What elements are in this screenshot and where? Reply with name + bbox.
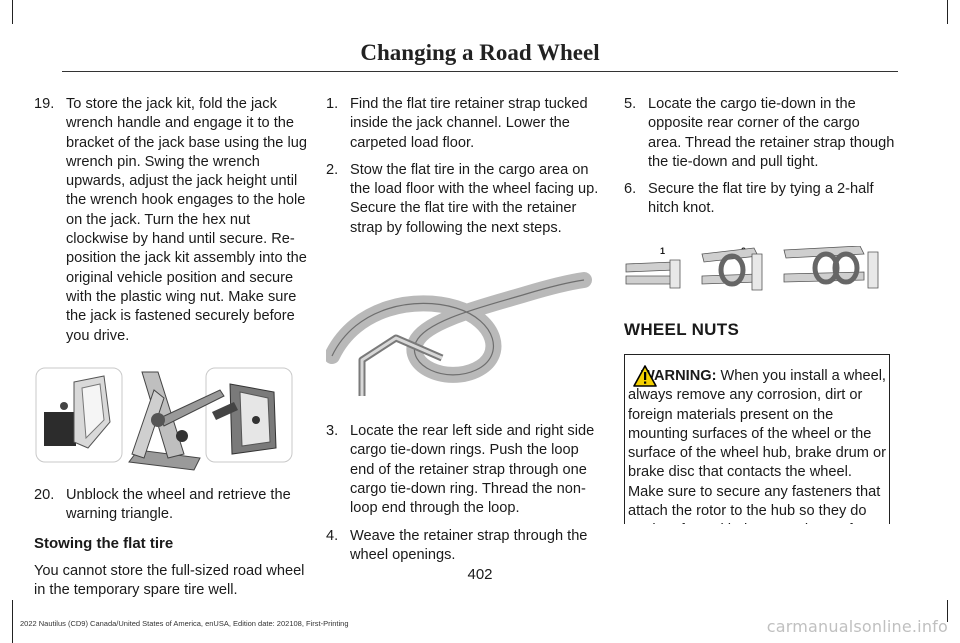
page-number: 402 [467,566,493,583]
step-6: 6. Secure the flat tire by tying a 2-hal… [624,180,896,219]
step-2: 2. Stow the flat tire in the cargo area … [326,161,604,238]
page-title: Changing a Road Wheel [360,40,600,65]
crop-mark-bottom-right [947,600,948,622]
knot-label-1: 1 [660,246,666,256]
half-hitch-knot-illustration: 1 2 3 [624,246,890,306]
step-number: 19. [34,96,55,112]
step-text: Weave the retainer strap through the whe… [350,527,588,563]
column-right: 5. Locate the cargo tie-down in the oppo… [624,95,896,227]
column-middle: 1. Find the flat tire retainer strap tuc… [324,95,604,573]
step-1: 1. Find the flat tire retainer strap tuc… [326,95,604,153]
step-number: 20. [34,486,55,503]
paragraph: You cannot store the full-sized road whe… [34,562,305,599]
warning-label: WARNING: [641,368,717,384]
section-heading-wheel-nuts: WHEEL NUTS [624,320,740,339]
step-text: To store the jack kit, fold the jack wre… [66,96,307,344]
jack-kit-diagram [35,367,293,471]
strap-loop-diagram [324,272,592,397]
step-number: 2. [326,161,339,178]
step-text: Find the flat tire retainer strap tucked… [350,96,588,151]
step-number: 4. [326,527,339,544]
crop-mark-top-right [947,0,948,24]
step-number: 5. [624,96,637,112]
watermark: carmanualsonline.info [766,617,948,636]
step-text: Locate the rear left side and right side… [350,423,595,517]
step-number: 3. [326,423,339,440]
step-text: Unblock the wheel and retrieve the warni… [66,486,291,523]
step-5: 5. Locate the cargo tie-down in the oppo… [624,95,896,172]
step-19: 19. To store the jack kit, fold the jack… [34,95,310,346]
crop-mark-top-left [12,0,13,24]
warning-icon [633,365,657,387]
knot-diagram [625,246,879,291]
jack-stowing-illustration [34,362,310,480]
step-number: 1. [326,96,339,112]
column-left: 19. To store the jack kit, fold the jack… [34,95,310,600]
subheading-stowing-flat-tire: Stowing the flat tire [34,535,174,553]
warning-box: WARNING: When you install a wheel, alway… [624,354,890,524]
step-text: Secure the flat tire by tying a 2-half h… [648,181,874,217]
step-text: Locate the cargo tie-down in the opposit… [648,96,895,170]
edition-footer: 2022 Nautilus (CD9) Canada/United States… [20,619,349,628]
header-rule [62,71,898,72]
warning-first-line-text: When you install a wheel, [716,368,887,384]
warning-text: always remove any corrosion, dirt or for… [628,387,886,524]
step-4: 4. Weave the retainer strap through the … [326,527,604,566]
step-number: 6. [624,181,637,198]
warning-first-line: WARNING: When you install a wheel, [628,367,889,386]
strap-loop-illustration [324,246,604,416]
step-20: 20. Unblock the wheel and retrieve the w… [34,486,310,525]
step-3: 3. Locate the rear left side and right s… [326,422,604,518]
crop-mark-bottom-left [12,600,13,643]
step-text: Stow the flat tire in the cargo area on … [350,161,599,236]
